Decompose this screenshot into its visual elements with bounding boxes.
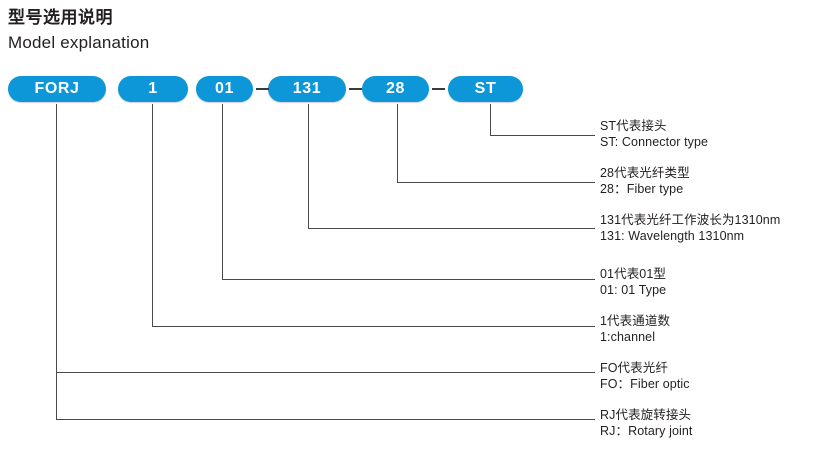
model-code-separator-2 [349,88,362,90]
model-code-separator-3 [432,88,445,90]
annotation-rotary-joint-cn: RJ代表旋转接头 [600,408,692,422]
model-code-segment-forj: FORJ [8,76,106,102]
leader-vline-connector-type [490,104,491,135]
annotation-channel-count: 1代表通道数 1:channel [600,313,670,345]
annotation-channel-count-cn: 1代表通道数 [600,314,671,328]
annotation-connector-type-cn: ST代表接头 [600,119,667,133]
annotation-fiber-type: 28代表光纤类型 28：Fiber type [600,165,690,197]
model-code-segment-wave: 131 [268,76,346,102]
leader-hline-rotary-joint [56,419,595,420]
annotation-rotary-joint: RJ代表旋转接头 RJ：Rotary joint [600,407,693,439]
annotation-connector-type: ST代表接头 ST: Connector type [600,118,708,150]
annotation-wavelength-en: 131: Wavelength 1310nm [600,229,745,243]
page-title-cn: 型号选用说明 [8,8,113,27]
annotation-model-type-en: 01: 01 Type [600,283,667,297]
leader-vline-wavelength [308,104,309,228]
annotation-rotary-joint-en: RJ：Rotary joint [600,424,693,438]
leader-hline-fiber-optic [56,372,595,373]
model-code-segment-ch: 1 [118,76,188,102]
annotation-fiber-type-cn: 28代表光纤类型 [600,166,690,180]
leader-hline-fiber-type [397,182,595,183]
model-code-separator-1 [256,88,269,90]
leader-hline-channel-count [152,326,595,327]
annotation-channel-count-en: 1:channel [600,330,656,344]
leader-vline-channel-count [152,104,153,326]
annotation-fiber-optic-cn: FO代表光纤 [600,361,668,375]
leader-vline-rotary-joint [56,104,57,419]
model-code-segment-type: 01 [196,76,253,102]
leader-vline-fiber-type [397,104,398,182]
model-code-segment-conn: ST [448,76,523,102]
annotation-fiber-optic: FO代表光纤 FO：Fiber optic [600,360,690,392]
annotation-model-type-cn: 01代表01型 [600,267,667,281]
annotation-fiber-optic-en: FO：Fiber optic [600,377,690,391]
annotation-fiber-type-en: 28：Fiber type [600,182,684,196]
annotation-wavelength: 131代表光纤工作波长为1310nm 131: Wavelength 1310nm [600,212,780,244]
leader-vline-model-type [222,104,223,279]
page-title-en: Model explanation [8,33,150,52]
annotation-connector-type-en: ST: Connector type [600,135,709,149]
annotation-wavelength-cn: 131代表光纤工作波长为1310nm [600,213,781,227]
leader-hline-connector-type [490,135,595,136]
annotation-model-type: 01代表01型 01: 01 Type [600,266,666,298]
model-code-segment-fib: 28 [362,76,429,102]
leader-hline-model-type [222,279,595,280]
leader-hline-wavelength [308,228,595,229]
